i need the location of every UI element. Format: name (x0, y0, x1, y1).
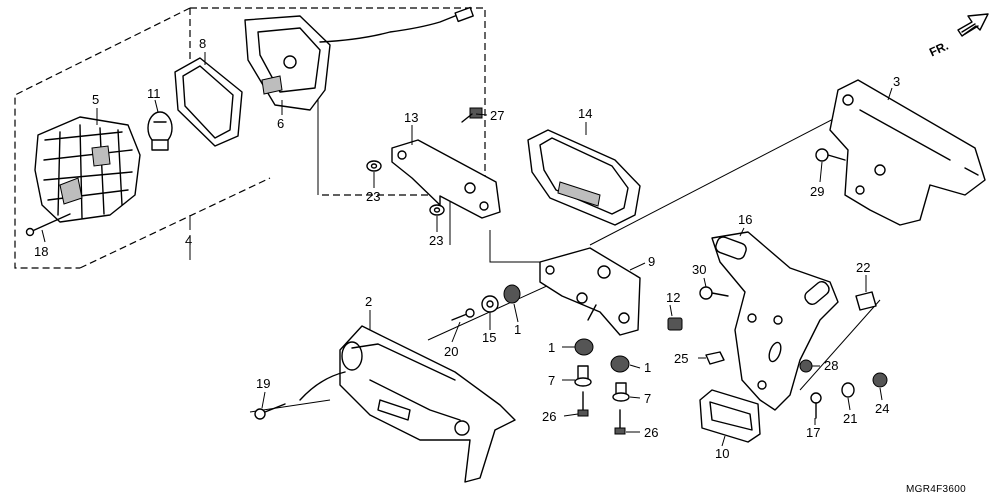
front-direction-label: FR. (927, 39, 950, 60)
rubber-mount-1a (503, 284, 521, 304)
rubber-mount-1b (574, 338, 594, 356)
callout-1b: 1 (548, 340, 555, 355)
callout-8: 8 (199, 36, 206, 51)
callout-21: 21 (843, 411, 857, 426)
tail-bulb (147, 111, 173, 151)
lens-gasket (174, 57, 243, 147)
rear-frame-bracket (829, 79, 986, 226)
callout-20: 20 (444, 344, 458, 359)
washer-23a (366, 160, 382, 172)
callout-15: 15 (482, 330, 496, 345)
nut-plate-22 (855, 291, 877, 311)
collar-15 (481, 295, 499, 313)
collar-7a (574, 365, 592, 387)
bolt-20 (451, 308, 475, 321)
callout-17: 17 (806, 425, 820, 440)
callout-11: 11 (147, 86, 161, 101)
callout-25: 25 (674, 351, 688, 366)
callout-16: 16 (738, 212, 752, 227)
nut-24 (872, 372, 888, 388)
diagram-code: MGR4F3600 (906, 484, 966, 495)
callout-22: 22 (856, 260, 870, 275)
taillight-housing (244, 6, 474, 111)
callout-26a: 26 (542, 409, 556, 424)
tail-lens (34, 116, 141, 223)
callout-1c: 1 (644, 360, 651, 375)
callout-5: 5 (92, 92, 99, 107)
callout-13: 13 (404, 110, 418, 125)
pin-25 (705, 351, 725, 365)
callout-4: 4 (185, 233, 192, 248)
rear-fender-cover (299, 325, 516, 483)
bolt-26a (577, 391, 589, 417)
bolt-29 (815, 148, 846, 162)
bolt-30 (699, 286, 729, 300)
callout-3: 3 (893, 74, 900, 89)
washer-23b (429, 204, 445, 216)
washer-21 (841, 382, 855, 398)
callout-26b: 26 (644, 425, 658, 440)
callout-12: 12 (666, 290, 680, 305)
callout-27: 27 (490, 108, 504, 123)
callout-30: 30 (692, 262, 706, 277)
callout-23a: 23 (366, 189, 380, 204)
callout-14: 14 (578, 106, 592, 121)
front-direction-arrow-icon: FR. (927, 13, 989, 60)
license-light-cover (527, 129, 641, 226)
light-stay (391, 139, 501, 219)
nut-28 (799, 359, 813, 373)
bolt-27 (461, 107, 483, 123)
lens-screw (25, 213, 71, 237)
rubber-mount-1c (610, 355, 630, 373)
collar-7b (612, 382, 630, 402)
screw-19 (254, 403, 286, 420)
callout-6: 6 (277, 116, 284, 131)
callout-23b: 23 (429, 233, 443, 248)
callout-leaders (41, 52, 893, 447)
license-plate-bracket (711, 231, 839, 411)
callout-1a: 1 (514, 322, 521, 337)
callout-7b: 7 (644, 391, 651, 406)
callout-9: 9 (648, 254, 655, 269)
callout-28: 28 (824, 358, 838, 373)
callout-19: 19 (256, 376, 270, 391)
callout-labels: 5 11 8 6 4 18 13 27 23 23 14 9 12 1 1 1 … (34, 36, 900, 461)
callout-7a: 7 (548, 373, 555, 388)
rear-reflector (699, 389, 761, 443)
callout-18: 18 (34, 244, 48, 259)
bolt-26b (614, 409, 626, 435)
callout-29: 29 (810, 184, 824, 199)
callout-10: 10 (715, 446, 729, 461)
callout-24: 24 (875, 401, 889, 416)
callout-2: 2 (365, 294, 372, 309)
grommet-12 (667, 317, 683, 331)
mount-bracket (539, 247, 641, 336)
screw-17 (810, 392, 822, 419)
taillight-assembly-outline (14, 7, 486, 269)
